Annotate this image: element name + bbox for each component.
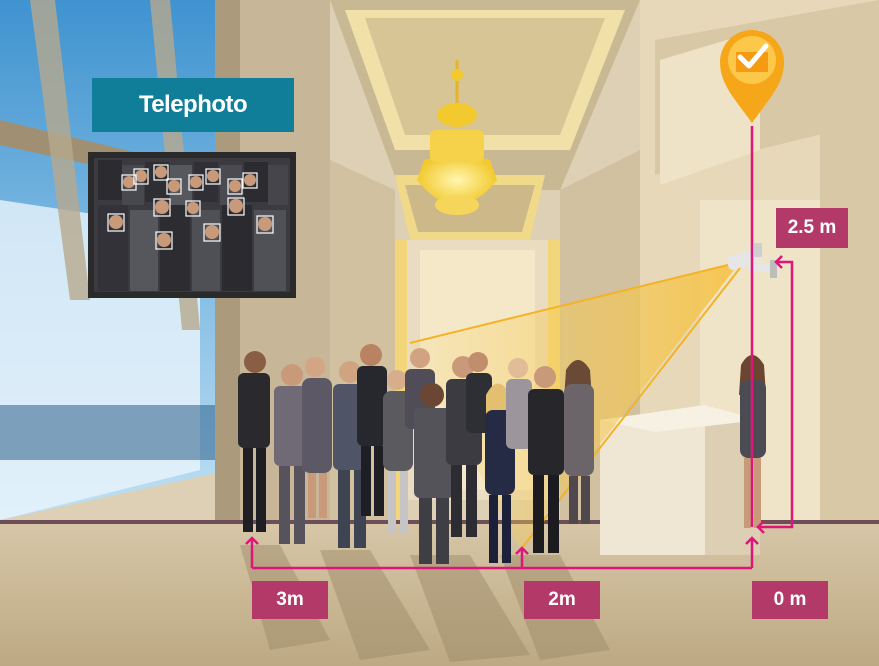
reception-desk: [600, 405, 760, 555]
telephoto-monitor: [88, 152, 296, 298]
floor: [0, 520, 879, 666]
chandelier: [417, 60, 497, 215]
crowd-thumbnail: [98, 160, 288, 291]
location-pin-check-icon: [720, 30, 784, 123]
distance-badge-2m: 2m: [524, 581, 600, 619]
crowd: [238, 344, 594, 564]
distance-badge-0m: 0 m: [752, 581, 828, 619]
distance-badge-3m: 3m: [252, 581, 328, 619]
telephoto-title: Telephoto: [92, 78, 294, 132]
height-badge: 2.5 m: [776, 208, 848, 248]
dimension-lines: [245, 126, 794, 570]
